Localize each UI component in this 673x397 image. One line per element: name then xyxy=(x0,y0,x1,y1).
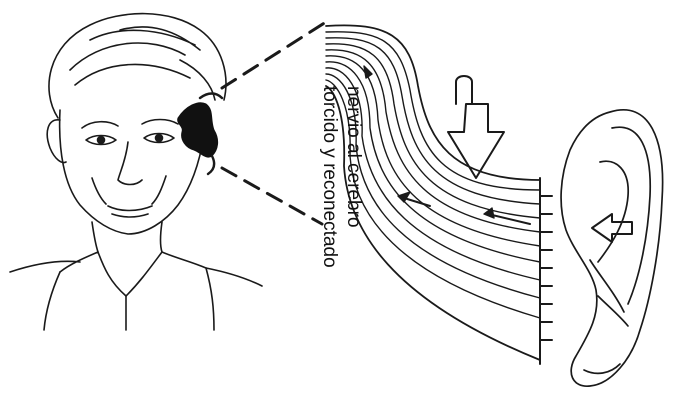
left-brow xyxy=(82,122,118,128)
scar-patch xyxy=(178,103,218,157)
nerve-end-plate xyxy=(540,178,552,364)
mouth xyxy=(108,206,152,217)
ear-outline xyxy=(561,110,663,386)
shoulders xyxy=(10,261,262,330)
right-brow xyxy=(142,120,178,125)
left-pupil xyxy=(98,137,105,144)
neck xyxy=(92,222,162,252)
caption-line-2: torcido y reconectado xyxy=(319,86,340,268)
arrow-hook xyxy=(456,76,472,104)
scar-region xyxy=(178,94,222,175)
ear-lobe xyxy=(584,364,620,373)
ear-antihelix xyxy=(598,161,628,262)
ear xyxy=(561,110,663,386)
down-arrow xyxy=(448,76,504,178)
arrow-body xyxy=(448,104,504,178)
zoom-lines xyxy=(222,22,326,224)
zoom-line-bottom xyxy=(222,168,322,224)
ear-arrow-shape xyxy=(592,214,632,242)
left-ear xyxy=(47,120,66,163)
zoom-line-top xyxy=(222,22,326,88)
right-pupil xyxy=(156,135,163,142)
face xyxy=(10,14,262,330)
cheek-lines xyxy=(92,176,166,204)
nose xyxy=(118,142,142,185)
caption-group: nervio al cerebro torcido y reconectado xyxy=(319,86,364,268)
ear-helix xyxy=(612,127,650,304)
ear-arrow xyxy=(592,214,632,242)
caption-line-1: nervio al cerebro xyxy=(343,86,364,228)
collar xyxy=(60,252,206,296)
